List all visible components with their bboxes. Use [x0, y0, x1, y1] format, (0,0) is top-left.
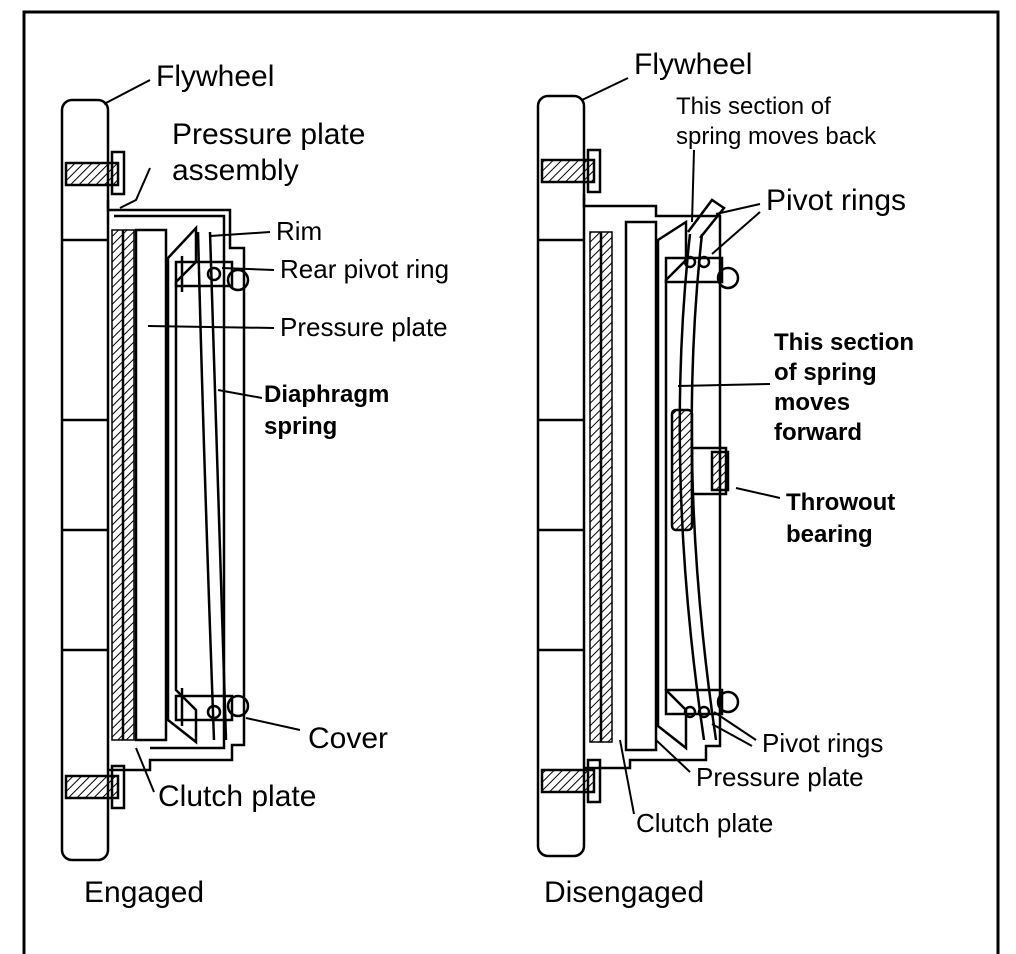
disengaged-pressure-plate: [624, 220, 658, 752]
disengaged-spring-forward-label-2: of spring: [774, 359, 877, 386]
disengaged-cover: [582, 194, 722, 770]
disengaged-pressure-plate-label: Pressure plate: [696, 762, 864, 792]
engaged-diaphragm-label: Diaphragm: [264, 381, 389, 408]
engaged-pressure-plate-label: Pressure plate: [280, 312, 448, 342]
figure-border: [22, 10, 1000, 954]
engaged-rear-pivot-ring-label: Rear pivot ring: [280, 254, 449, 284]
engaged-bolt-bottom: [64, 774, 120, 800]
engaged-drawing: [60, 98, 250, 862]
disengaged-spring-forward-label-3: moves: [774, 389, 850, 416]
engaged-pressure-plate-assembly-label-2: assembly: [172, 154, 299, 187]
disengaged-throwout-bearing: [670, 408, 694, 532]
engaged-diaphragm-spring: [196, 231, 216, 741]
disengaged-flywheel-body: [536, 94, 586, 858]
engaged-labels: Flywheel Pressure plate assembly Rim Rea…: [84, 60, 449, 909]
engaged-spring-label: spring: [264, 413, 337, 440]
engaged-pressure-plate-assembly-label: Pressure plate: [172, 118, 365, 151]
engaged-cover: [106, 200, 246, 772]
disengaged-spring-back-label: This section of: [676, 93, 831, 120]
engaged-leaders: [103, 79, 301, 793]
engaged-rim-label: Rim: [276, 216, 322, 246]
disengaged-throwout-label: Throwout: [786, 489, 895, 516]
disengaged-caption: Disengaged: [544, 876, 704, 909]
disengaged-spring-forward-label: This section: [774, 329, 914, 356]
disengaged-leaders: [581, 77, 781, 815]
disengaged-labels: Flywheel This section of spring moves ba…: [544, 48, 914, 909]
engaged-clutch-plate-label: Clutch plate: [158, 780, 316, 813]
disengaged-clutch-plate-label: Clutch plate: [636, 808, 773, 838]
engaged-caption: Engaged: [84, 876, 204, 909]
disengaged-bearing-label: bearing: [786, 521, 873, 548]
disengaged-spring-forward-label-4: forward: [774, 419, 862, 446]
disengaged-spring-back-label-2: spring moves back: [676, 123, 877, 150]
engaged-bolt-top: [64, 161, 120, 187]
disengaged-bolt-top: [540, 158, 596, 184]
engaged-flywheel-label: Flywheel: [156, 60, 274, 93]
disengaged-drawing: [536, 94, 740, 858]
engaged-cover-label: Cover: [308, 722, 388, 755]
disengaged-pivot-rings-top-label: Pivot rings: [766, 184, 906, 217]
disengaged-bolt-bottom: [540, 768, 596, 794]
disengaged-pivot-rings-bottom-label: Pivot rings: [762, 728, 883, 758]
engaged-flywheel-body: [60, 98, 110, 862]
disengaged-flywheel-label: Flywheel: [634, 48, 752, 81]
engaged-pressure-plate: [134, 228, 168, 742]
